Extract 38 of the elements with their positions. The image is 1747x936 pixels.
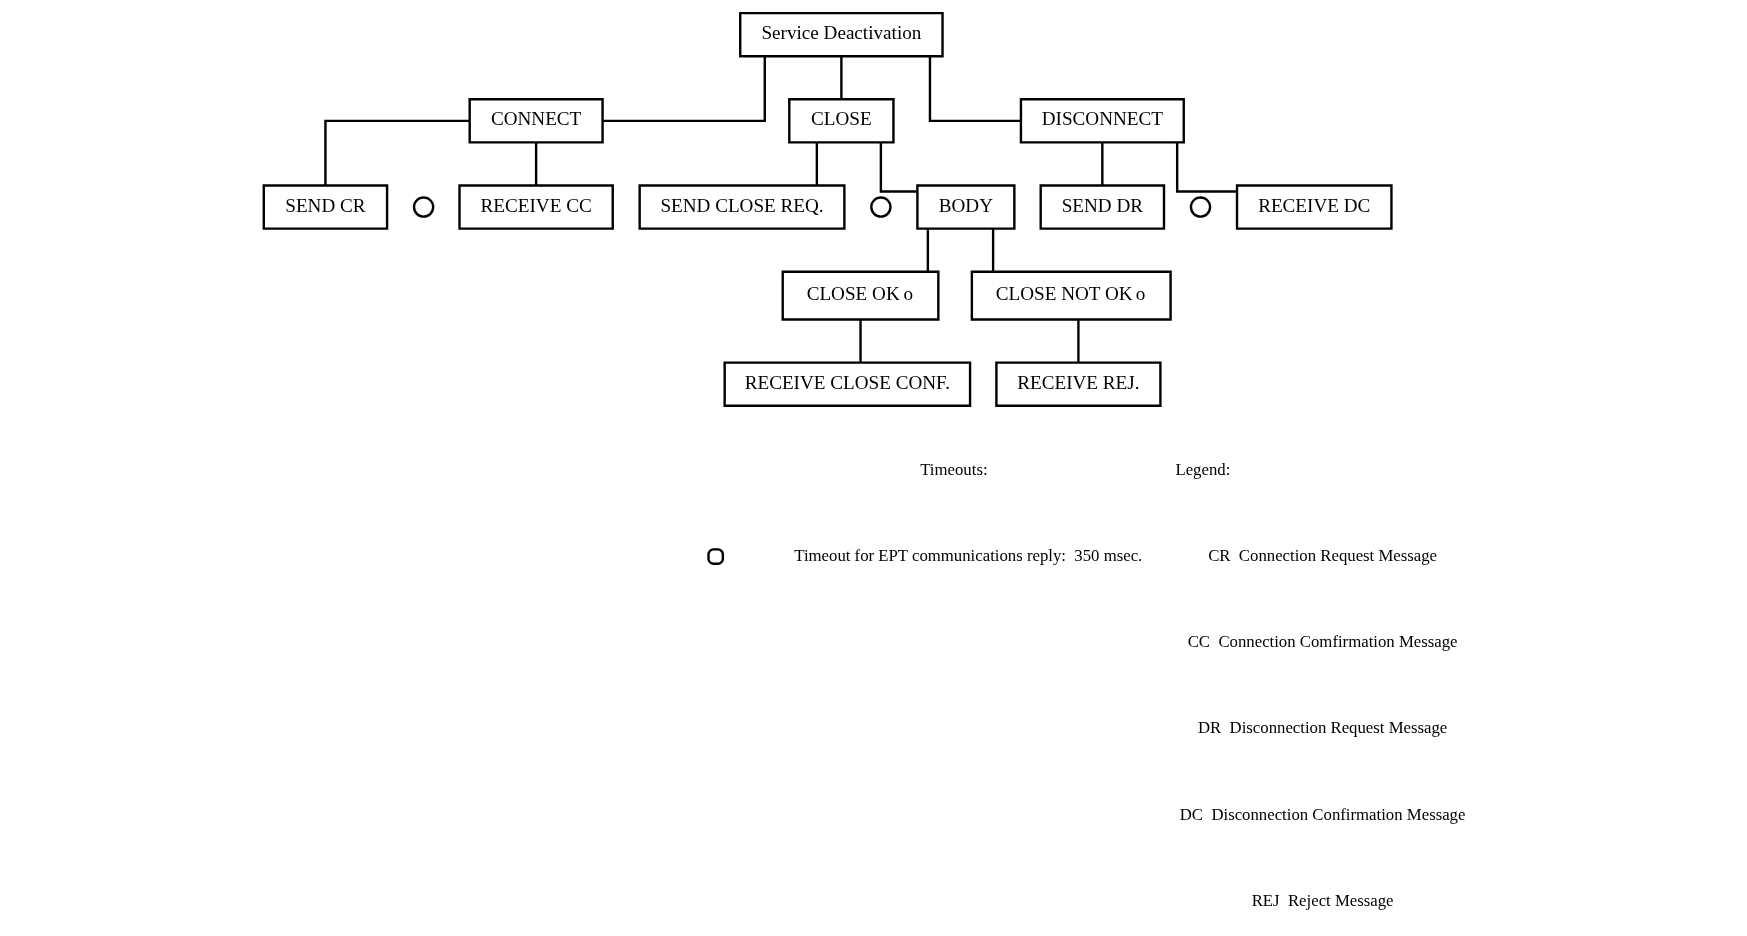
node-box: CLOSE [787, 98, 895, 144]
connector [323, 119, 469, 186]
connector [815, 142, 818, 185]
connector [926, 228, 929, 272]
node-box: CONNECT [468, 98, 604, 144]
node-clock [412, 196, 434, 218]
legend-label: Timeout for EPT communications reply: 350 msec. [793, 546, 1142, 566]
connector [839, 56, 843, 99]
node-box: RECEIVE DC [1235, 184, 1393, 230]
node-box: RECEIVE CC [457, 184, 614, 230]
node-box: Service Deactivation [738, 11, 944, 58]
label: Timeouts: [919, 459, 988, 479]
connector [928, 56, 1021, 123]
label: DR Disconnection Request Message [1197, 718, 1447, 738]
connector [602, 56, 766, 123]
node-clock [1189, 196, 1211, 218]
label: CR Connection Request Message [1207, 546, 1437, 566]
node-box: CLOSE NOT OK o [970, 270, 1172, 321]
node-box: CLOSE OK o [781, 270, 940, 321]
label: REJ Reject Message [1251, 890, 1394, 910]
node-box: BODY [915, 184, 1016, 230]
node-box: DISCONNECT [1019, 98, 1185, 144]
node-box: SEND CR [262, 184, 388, 230]
connector [858, 319, 862, 363]
node-box: SEND DR [1039, 184, 1165, 230]
node-box: RECEIVE REJ. [994, 361, 1162, 407]
node-box: RECEIVE CLOSE CONF. [722, 361, 971, 407]
connector [1100, 142, 1104, 185]
connector [879, 142, 917, 193]
connector [1076, 319, 1080, 363]
label: DC Disconnection Confirmation Message [1179, 804, 1465, 824]
connector [991, 228, 994, 272]
connector [1175, 142, 1237, 193]
node-clock [869, 196, 892, 218]
label: Legend: [1174, 459, 1230, 479]
connector [534, 142, 537, 185]
node-box: SEND CLOSE REQ. [637, 184, 846, 230]
label: CC Connection Comfirmation Message [1187, 632, 1458, 652]
